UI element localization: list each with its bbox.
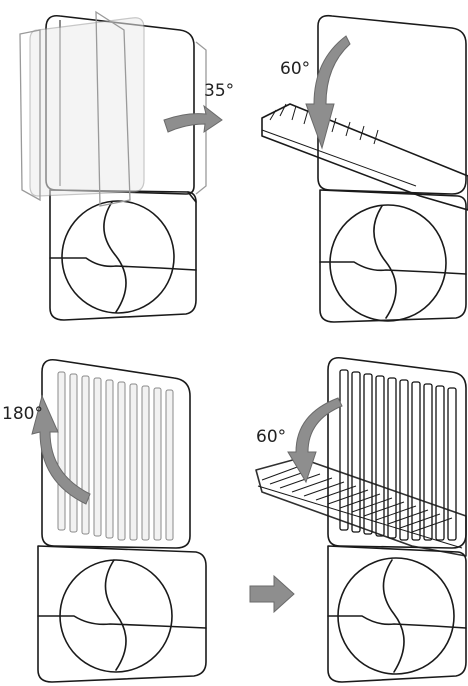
mount-plate-fins bbox=[327, 356, 467, 549]
base-unit bbox=[327, 545, 467, 683]
step-3-cover-flip-180: 180° bbox=[2, 358, 207, 683]
mount-plate bbox=[317, 14, 467, 195]
rotation-arrow-icon bbox=[287, 397, 343, 484]
step-1-cover-open-35: 35° bbox=[19, 10, 234, 321]
cover-swinging-fins bbox=[255, 457, 467, 557]
angle-label: 60° bbox=[280, 59, 310, 79]
base-unit bbox=[49, 189, 197, 321]
base-unit bbox=[319, 189, 467, 323]
cover-inverted-fins bbox=[41, 358, 191, 549]
angle-label: 60° bbox=[256, 427, 286, 447]
base-unit bbox=[37, 545, 207, 683]
rotation-arrow-icon bbox=[305, 35, 351, 150]
step-2-cover-swing-60: 60° bbox=[261, 14, 468, 323]
cover-ghost-open bbox=[19, 10, 207, 207]
rotation-arrow-icon bbox=[31, 394, 91, 505]
rotation-arrow-icon bbox=[163, 104, 223, 134]
step-4-cover-swing-60: 60° bbox=[255, 356, 467, 683]
angle-label: 180° bbox=[2, 404, 43, 424]
right-arrow-icon bbox=[249, 574, 295, 614]
angle-label: 35° bbox=[204, 81, 234, 101]
